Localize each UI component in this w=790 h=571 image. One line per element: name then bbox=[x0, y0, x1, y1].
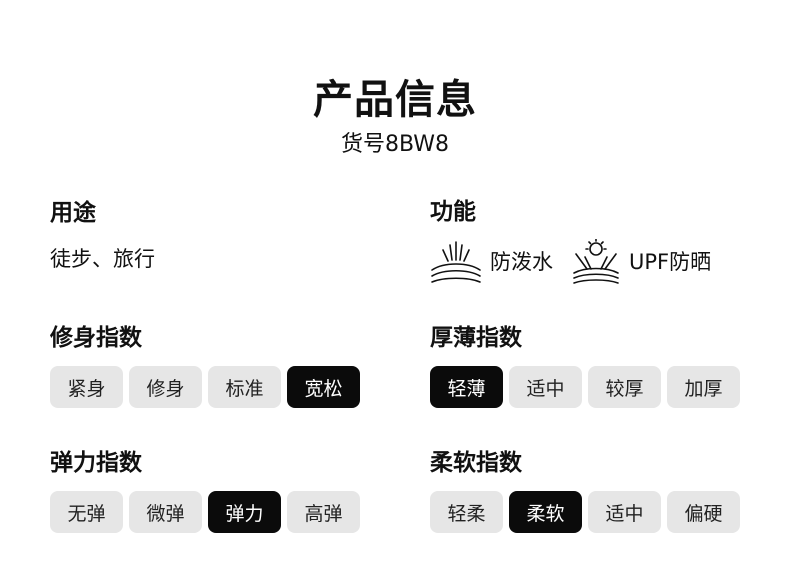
feature-label-water-repellent: 防泼水 bbox=[490, 250, 553, 274]
usage-value: 徒步、旅行 bbox=[50, 247, 155, 271]
product-info-header: 产品信息 货号8BW8 bbox=[0, 72, 790, 160]
elasticity-option-slight[interactable]: 微弹 bbox=[129, 491, 202, 533]
thickness-index-section: 厚薄指数 轻薄 适中 较厚 加厚 bbox=[430, 323, 746, 408]
thickness-option-extra-thick[interactable]: 加厚 bbox=[667, 366, 740, 408]
thickness-option-thin[interactable]: 轻薄 bbox=[430, 366, 503, 408]
elasticity-option-high[interactable]: 高弹 bbox=[287, 491, 360, 533]
sku-number: 货号8BW8 bbox=[340, 132, 450, 157]
softness-option-medium[interactable]: 适中 bbox=[588, 491, 661, 533]
usage-title: 用途 bbox=[50, 200, 96, 226]
softness-index-options: 轻柔 柔软 适中 偏硬 bbox=[430, 491, 746, 533]
elasticity-index-options: 无弹 微弹 弹力 高弹 bbox=[50, 491, 366, 533]
sun-protection-icon bbox=[573, 239, 619, 284]
fit-index-section: 修身指数 紧身 修身 标准 宽松 bbox=[50, 323, 366, 408]
softness-option-firm[interactable]: 偏硬 bbox=[667, 491, 740, 533]
elasticity-index-section: 弹力指数 无弹 微弹 弹力 高弹 bbox=[50, 448, 366, 533]
water-repellent-icon bbox=[431, 241, 481, 283]
thickness-index-options: 轻薄 适中 较厚 加厚 bbox=[430, 366, 746, 408]
thickness-option-thick[interactable]: 较厚 bbox=[588, 366, 661, 408]
feature-sun-protection: UPF防晒 bbox=[571, 239, 711, 285]
thickness-option-medium[interactable]: 适中 bbox=[509, 366, 582, 408]
softness-index-title: 柔软指数 bbox=[430, 450, 522, 476]
function-title: 功能 bbox=[430, 199, 476, 225]
fit-option-standard[interactable]: 标准 bbox=[208, 366, 281, 408]
function-section: 功能 防泼水 bbox=[430, 197, 729, 285]
page-title: 产品信息 bbox=[313, 77, 477, 123]
fit-option-loose[interactable]: 宽松 bbox=[287, 366, 360, 408]
fit-index-options: 紧身 修身 标准 宽松 bbox=[50, 366, 366, 408]
elasticity-option-none[interactable]: 无弹 bbox=[50, 491, 123, 533]
softness-option-gentle[interactable]: 轻柔 bbox=[430, 491, 503, 533]
softness-index-section: 柔软指数 轻柔 柔软 适中 偏硬 bbox=[430, 448, 746, 533]
fit-option-slim[interactable]: 修身 bbox=[129, 366, 202, 408]
feature-label-sun-protection: UPF防晒 bbox=[629, 250, 712, 274]
fit-option-tight[interactable]: 紧身 bbox=[50, 366, 123, 408]
elasticity-index-title: 弹力指数 bbox=[50, 450, 142, 476]
elasticity-option-stretch[interactable]: 弹力 bbox=[208, 491, 281, 533]
thickness-index-title: 厚薄指数 bbox=[430, 325, 522, 351]
usage-section: 用途 徒步、旅行 bbox=[50, 198, 155, 274]
softness-option-soft[interactable]: 柔软 bbox=[509, 491, 582, 533]
feature-water-repellent: 防泼水 bbox=[430, 240, 553, 284]
fit-index-title: 修身指数 bbox=[50, 325, 142, 351]
